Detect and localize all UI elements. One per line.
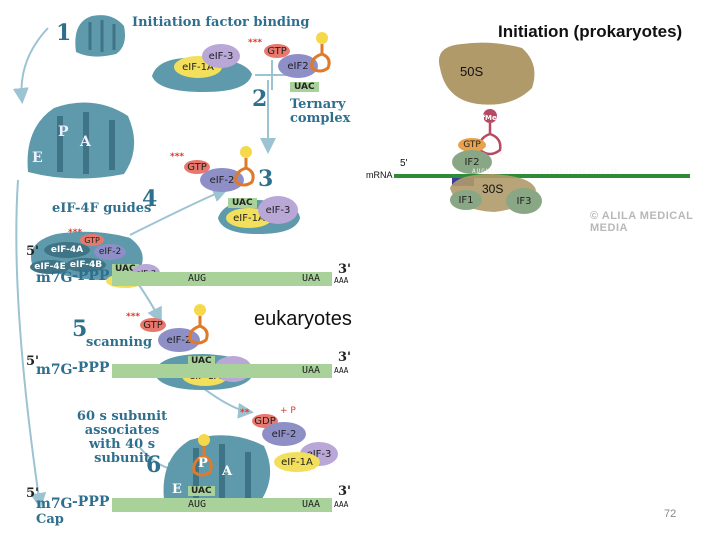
eif3-factor: eIF-3 [258, 196, 298, 224]
trna-icon [310, 32, 331, 73]
step-5-number: 5 [72, 316, 88, 342]
mrna-strand [112, 498, 332, 512]
step-2-label: Ternary complex [290, 97, 351, 126]
large-subunit-icon [438, 42, 535, 105]
three-prime-label: 3' [338, 350, 352, 365]
step-1-number: 1 [56, 20, 72, 46]
three-prime-label: 3' [338, 262, 352, 277]
eif3-factor: eIF-3 [202, 44, 240, 68]
step-6-number: 6 [146, 452, 162, 478]
phosphate-label: ** [240, 408, 250, 418]
five-prime-label: 5' [26, 244, 40, 259]
step-1-label: Initiation factor binding [132, 15, 310, 30]
stop-codon: UAA [302, 273, 321, 284]
prokaryote-mrna-sequence: AUGUCUUCCCCCUUCUUCCAUCUUCUUUCCUU [472, 168, 620, 175]
mrna-label: mRNA [366, 170, 393, 180]
eif4b-factor: eIF-4B [66, 258, 106, 272]
eif4a-factor: eIF-4A [44, 242, 90, 258]
cap-m7g: m7G [36, 362, 73, 378]
fmet-label: fMet [482, 114, 501, 122]
triphosphate-bridge: -PPP [72, 494, 110, 510]
page-number: 72 [664, 508, 677, 520]
five-prime-label: 5' [26, 354, 40, 369]
cap-label: Cap [36, 512, 64, 527]
phosphate-release: + P [280, 406, 296, 416]
small-subunit-label: 30S [482, 182, 504, 196]
small-subunit-icon [75, 15, 125, 57]
poly-a-tail: AAA [334, 276, 349, 285]
if1-factor: IF1 [450, 190, 482, 210]
a-site-label: A [222, 464, 233, 479]
gtp-badge: GTP [458, 138, 486, 152]
prokaryote-mrna-strand [394, 174, 690, 178]
e-site-label: E [32, 150, 43, 166]
step-6-label: 60 s subunit associates with 40 s subuni… [76, 409, 168, 466]
initiator-trna-icon [478, 109, 502, 156]
stop-codon: UAA [302, 365, 321, 376]
start-codon: AUG [188, 499, 207, 510]
large-subunit-label: 50S [460, 64, 484, 79]
mrna-strand [112, 272, 332, 286]
anticodon: UAC [188, 356, 215, 366]
step-3-number: 3 [258, 166, 274, 192]
p-site-label: P [198, 456, 208, 471]
step-2-number: 2 [252, 86, 268, 112]
five-prime-label: 5' [26, 486, 40, 501]
anticodon: UAC [188, 486, 215, 496]
phosphate-label: *** [68, 228, 83, 238]
trna-icon [234, 146, 255, 187]
step-4-number: 4 [142, 186, 158, 212]
gtp-badge: GTP [80, 234, 104, 246]
phosphate-label: *** [170, 152, 185, 162]
ribosome-icon [27, 102, 135, 179]
mrna-strand [112, 364, 332, 378]
anticodon: UAC [290, 82, 319, 92]
start-codon: AUG [188, 273, 207, 284]
if3-factor: IF3 [506, 188, 542, 214]
e-site-label: E [172, 482, 182, 497]
cap-m7g: m7G [36, 496, 73, 512]
if2-factor: IF2 [452, 150, 492, 174]
trna-icon [188, 304, 209, 345]
prokaryote-title: Initiation (prokaryotes) [498, 22, 683, 41]
eif2-factor: eIF2 [278, 54, 318, 78]
phosphate-label: *** [248, 38, 263, 48]
triphosphate-bridge: -PPP [72, 360, 110, 376]
watermark: © ALILA MEDICAL MEDIA [590, 210, 694, 234]
poly-a-tail: AAA [334, 500, 349, 509]
step-5-label: scanning [86, 335, 153, 350]
cap-m7g: m7G [36, 270, 73, 286]
p-site-label: P [58, 124, 69, 140]
prokaryote-five-prime: 5' [400, 158, 408, 169]
gtp-badge: GTP [140, 318, 166, 332]
three-prime-label: 3' [338, 484, 352, 499]
eif4e-factor: eIF-4E [30, 260, 70, 274]
a-site-label: A [80, 134, 91, 150]
step-4-label: eIF-4F guides [52, 201, 152, 216]
gtp-badge: GTP [184, 160, 210, 174]
eif2-factor: eIF-2 [94, 244, 126, 260]
anticodon: UAC [112, 264, 139, 274]
anticodon: UAC [228, 198, 257, 208]
eif2-factor: eIF-2 [262, 422, 306, 446]
eif1a-factor: eIF-1A [274, 452, 320, 472]
stop-codon: UAA [302, 499, 321, 510]
phosphate-label: *** [126, 312, 141, 322]
triphosphate-bridge: -PPP [72, 268, 110, 284]
gtp-badge: GTP [264, 44, 290, 58]
eukaryotes-caption: eukaryotes [254, 308, 352, 330]
poly-a-tail: AAA [334, 366, 349, 375]
